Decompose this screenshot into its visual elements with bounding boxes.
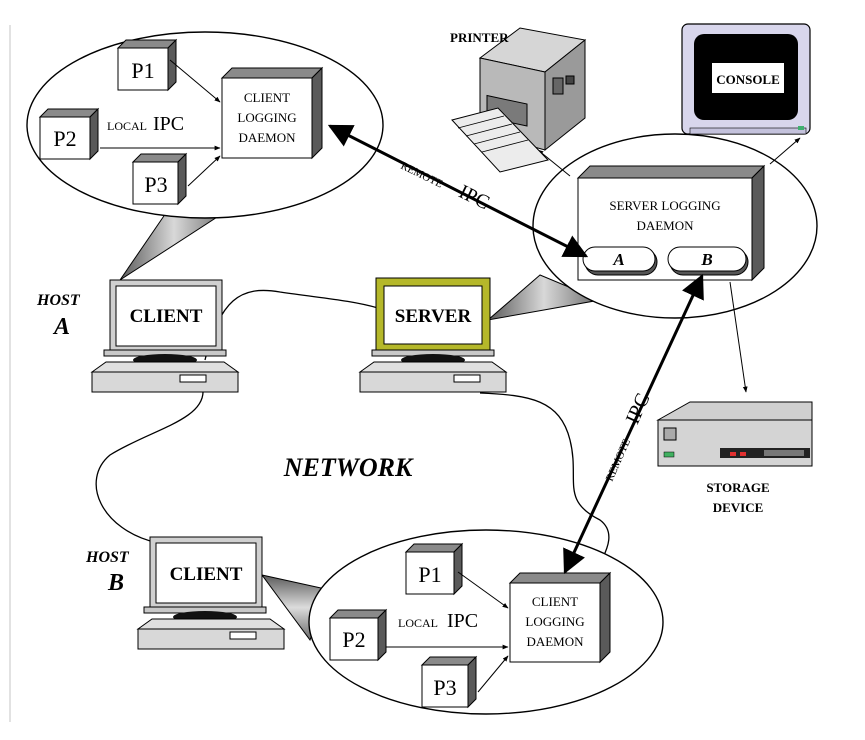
- console-label: CONSOLE: [716, 72, 780, 87]
- host-b-local-label: LOCAL: [398, 616, 438, 630]
- server-monitor-label: SERVER: [395, 306, 472, 327]
- server-daemon-line2: DAEMON: [636, 218, 694, 233]
- server-port-b: [667, 246, 747, 272]
- storage-label-line2: DEVICE: [713, 500, 764, 515]
- host-a-p2-label: P2: [53, 126, 76, 151]
- remote-ipc-label-right: REMOTE IPC: [604, 390, 655, 483]
- host-a-label: HOST: [36, 292, 81, 309]
- remote-ipc-top-small: REMOTE: [399, 160, 445, 191]
- server-port-a: [582, 246, 656, 272]
- host-b-label: HOST: [85, 549, 130, 566]
- host-b-p2-label: P2: [342, 627, 365, 652]
- server-daemon-line1: SERVER LOGGING: [609, 198, 720, 213]
- host-b-daemon-line2: LOGGING: [525, 614, 584, 629]
- storage-device-icon: [656, 401, 813, 467]
- host-a-daemon-line1: CLIENT: [244, 90, 290, 105]
- host-a-p3-label: P3: [144, 172, 167, 197]
- remote-ipc-arrow-hostA: [327, 124, 589, 258]
- host-a-client-daemon-box: [220, 66, 324, 160]
- arrow-to-console: [769, 137, 801, 165]
- remote-ipc-right-small: REMOTE: [604, 437, 633, 483]
- printer-label: PRINTER: [450, 30, 509, 45]
- host-b-letter: B: [107, 570, 124, 596]
- host-b-p1-label: P1: [418, 562, 441, 587]
- host-b-daemon-line3: DAEMON: [526, 634, 584, 649]
- arrow-to-printer: [537, 149, 571, 177]
- arrow-to-storage: [729, 281, 748, 393]
- server-port-b-label: B: [700, 250, 712, 269]
- host-a-letter: A: [52, 314, 70, 340]
- host-a-ipc-label: IPC: [153, 113, 184, 135]
- cable-hostA-server: [204, 289, 379, 361]
- host-a-p1-label: P1: [131, 58, 154, 83]
- remote-ipc-arrow-hostB: [563, 273, 704, 575]
- host-a-local-label: LOCAL: [107, 119, 147, 133]
- server-computer: [358, 277, 508, 393]
- host-b-process-p1: [404, 542, 464, 596]
- storage-label-line1: STORAGE: [706, 480, 769, 495]
- remote-ipc-top-big: IPC: [455, 181, 493, 214]
- server-bubble: [486, 133, 818, 321]
- host-a-bubble: [26, 31, 384, 281]
- host-b-process-p3: [420, 655, 478, 709]
- host-b-process-p2: [328, 608, 388, 662]
- host-a-daemon-line2: LOGGING: [237, 110, 296, 125]
- console-icon: [681, 23, 811, 135]
- host-a-computer: [90, 279, 240, 393]
- host-a-process-p1: [116, 38, 178, 92]
- remote-ipc-right-big: IPC: [622, 390, 655, 427]
- host-b-client-daemon-box: [508, 571, 612, 664]
- network-label: NETWORK: [283, 453, 414, 482]
- host-a-process-p3: [131, 152, 188, 206]
- host-b-daemon-line1: CLIENT: [532, 594, 578, 609]
- host-a-monitor-label: CLIENT: [130, 306, 203, 327]
- host-b-p3-label: P3: [433, 675, 456, 700]
- server-daemon-box: [576, 164, 766, 282]
- host-b-monitor-label: CLIENT: [170, 564, 243, 585]
- printer-icon: [451, 27, 587, 173]
- host-a-daemon-line3: DAEMON: [238, 130, 296, 145]
- host-b-bubble: [260, 529, 664, 715]
- host-b-computer: [136, 536, 286, 650]
- server-port-a-label: A: [612, 250, 624, 269]
- cable-hostA-hostB: [95, 389, 204, 544]
- host-a-callout-cone: [119, 209, 230, 281]
- host-b-ipc-label: IPC: [447, 610, 478, 632]
- host-a-process-p2: [38, 107, 100, 161]
